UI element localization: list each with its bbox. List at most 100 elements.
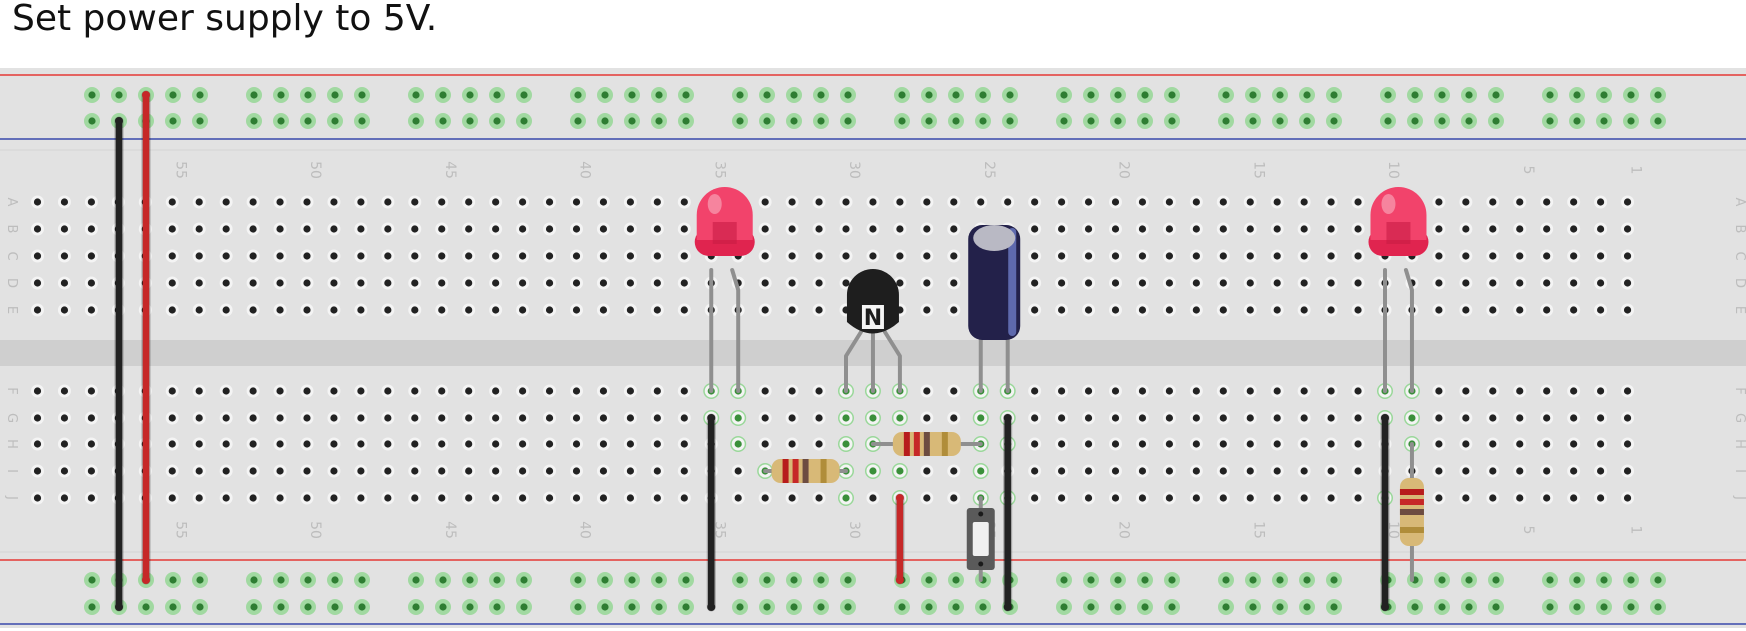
rail-hole bbox=[790, 576, 798, 584]
hole bbox=[168, 494, 176, 502]
hole bbox=[761, 198, 769, 206]
hole bbox=[1084, 467, 1093, 475]
rail-hole bbox=[1627, 91, 1635, 99]
hole bbox=[896, 467, 904, 475]
rail-hole bbox=[466, 117, 474, 125]
hole bbox=[869, 252, 877, 260]
rail-hole bbox=[1087, 117, 1095, 125]
hole bbox=[87, 467, 95, 475]
hole bbox=[1354, 306, 1362, 314]
rail-hole bbox=[1546, 91, 1554, 99]
rail-hole bbox=[844, 603, 852, 611]
hole bbox=[1327, 467, 1335, 475]
hole bbox=[384, 387, 392, 395]
hole bbox=[1462, 440, 1470, 448]
hole bbox=[1273, 494, 1281, 502]
hole bbox=[1165, 387, 1173, 395]
rail-hole bbox=[952, 91, 960, 99]
hole bbox=[1084, 494, 1093, 502]
hole bbox=[1058, 494, 1066, 502]
hole bbox=[1058, 467, 1066, 475]
hole bbox=[492, 467, 500, 475]
row-letter: B bbox=[4, 225, 19, 234]
hole bbox=[1192, 414, 1200, 422]
rail-hole bbox=[1276, 91, 1284, 99]
hole bbox=[1435, 279, 1443, 287]
hole bbox=[60, 198, 69, 206]
rail-hole bbox=[844, 117, 852, 125]
hole bbox=[1435, 467, 1443, 475]
hole bbox=[1138, 387, 1147, 395]
rail-hole bbox=[1627, 117, 1635, 125]
hole bbox=[1543, 198, 1551, 206]
rail-hole bbox=[736, 603, 744, 611]
rail-hole bbox=[1492, 117, 1500, 125]
resistor-r1 bbox=[771, 459, 840, 483]
hole bbox=[465, 414, 473, 422]
wire-black-led1-end bbox=[707, 603, 716, 611]
rail-hole bbox=[790, 117, 798, 125]
resistor-r2-band bbox=[903, 432, 910, 456]
rail-hole bbox=[304, 603, 312, 611]
hole bbox=[438, 494, 446, 502]
hole bbox=[545, 414, 554, 422]
hole bbox=[815, 440, 823, 448]
rail-hole bbox=[1411, 117, 1419, 125]
hole bbox=[33, 440, 42, 448]
hole bbox=[1138, 225, 1147, 233]
hole bbox=[1300, 225, 1308, 233]
hole bbox=[815, 306, 823, 314]
transistor-body bbox=[846, 269, 899, 334]
hole bbox=[896, 225, 904, 233]
hole bbox=[599, 198, 608, 206]
rail-hole bbox=[1303, 117, 1311, 125]
column-number: 35 bbox=[711, 521, 727, 539]
hole bbox=[330, 198, 338, 206]
hole bbox=[33, 414, 42, 422]
rail-hole bbox=[1276, 576, 1284, 584]
hole bbox=[626, 279, 635, 287]
rail-hole bbox=[1492, 91, 1500, 99]
hole bbox=[842, 279, 850, 287]
rail-hole bbox=[1087, 576, 1095, 584]
rail-hole bbox=[1303, 603, 1311, 611]
rail-hole bbox=[439, 603, 447, 611]
wire-red-transistor-end bbox=[895, 576, 904, 584]
rail-hole bbox=[1330, 117, 1338, 125]
hole bbox=[1327, 387, 1335, 395]
hole bbox=[1165, 198, 1173, 206]
row-column-labels: 5555505045454040353530302525202015151010… bbox=[4, 161, 1746, 539]
hole bbox=[1138, 279, 1147, 287]
hole bbox=[384, 225, 392, 233]
hole bbox=[761, 414, 769, 422]
hole bbox=[1004, 198, 1012, 206]
rail-hole bbox=[412, 117, 420, 125]
hole bbox=[842, 440, 850, 448]
rail-hole bbox=[1141, 117, 1149, 125]
hole bbox=[60, 467, 69, 475]
rail-hole bbox=[250, 603, 258, 611]
hole bbox=[680, 414, 688, 422]
hole bbox=[168, 225, 176, 233]
rail-hole bbox=[1114, 117, 1122, 125]
hole bbox=[1111, 494, 1120, 502]
rail-hole bbox=[1303, 91, 1311, 99]
hole bbox=[1623, 414, 1632, 422]
hole bbox=[276, 440, 284, 448]
led-1-die bbox=[712, 222, 737, 244]
hole bbox=[303, 198, 311, 206]
hole bbox=[465, 252, 473, 260]
hole bbox=[330, 414, 338, 422]
hole bbox=[60, 440, 69, 448]
hole bbox=[1273, 467, 1281, 475]
hole bbox=[1138, 494, 1147, 502]
rail-hole bbox=[817, 603, 825, 611]
hole bbox=[1435, 252, 1443, 260]
hole bbox=[465, 440, 473, 448]
hole bbox=[1165, 440, 1173, 448]
rail-hole bbox=[439, 91, 447, 99]
hole bbox=[1111, 440, 1120, 448]
rail-hole bbox=[628, 576, 636, 584]
hole bbox=[761, 440, 769, 448]
hole bbox=[788, 198, 796, 206]
